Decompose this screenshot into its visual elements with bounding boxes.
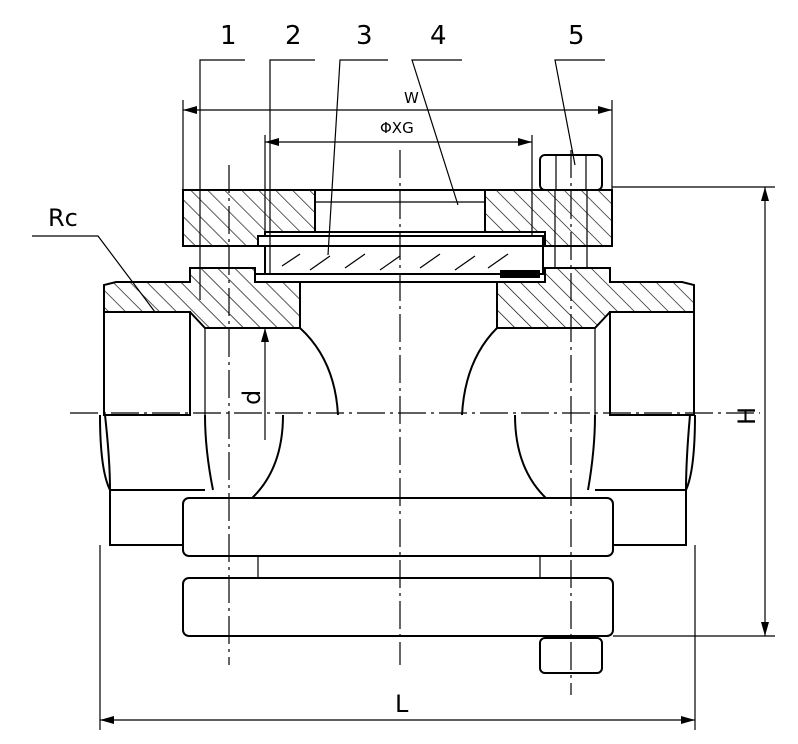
dim-xg-label: ΦXG bbox=[380, 119, 414, 137]
dim-w-label: W bbox=[404, 89, 419, 107]
dim-h-label: H bbox=[733, 407, 761, 425]
callout-2: 2 bbox=[285, 21, 302, 51]
body-upper bbox=[103, 267, 695, 501]
callout-3: 3 bbox=[356, 21, 373, 51]
body-lower bbox=[99, 414, 696, 546]
bottom-flanges bbox=[182, 497, 614, 637]
callout-5: 5 bbox=[568, 21, 585, 51]
dimension-lines bbox=[99, 100, 775, 730]
leader-lines bbox=[32, 59, 605, 313]
dim-d-label: d bbox=[238, 390, 266, 405]
callout-4: 4 bbox=[430, 21, 447, 51]
dim-rc-label: Rc bbox=[48, 204, 78, 232]
center-lines bbox=[70, 150, 760, 695]
callout-1: 1 bbox=[220, 21, 237, 51]
dim-l-label: L bbox=[395, 690, 409, 718]
